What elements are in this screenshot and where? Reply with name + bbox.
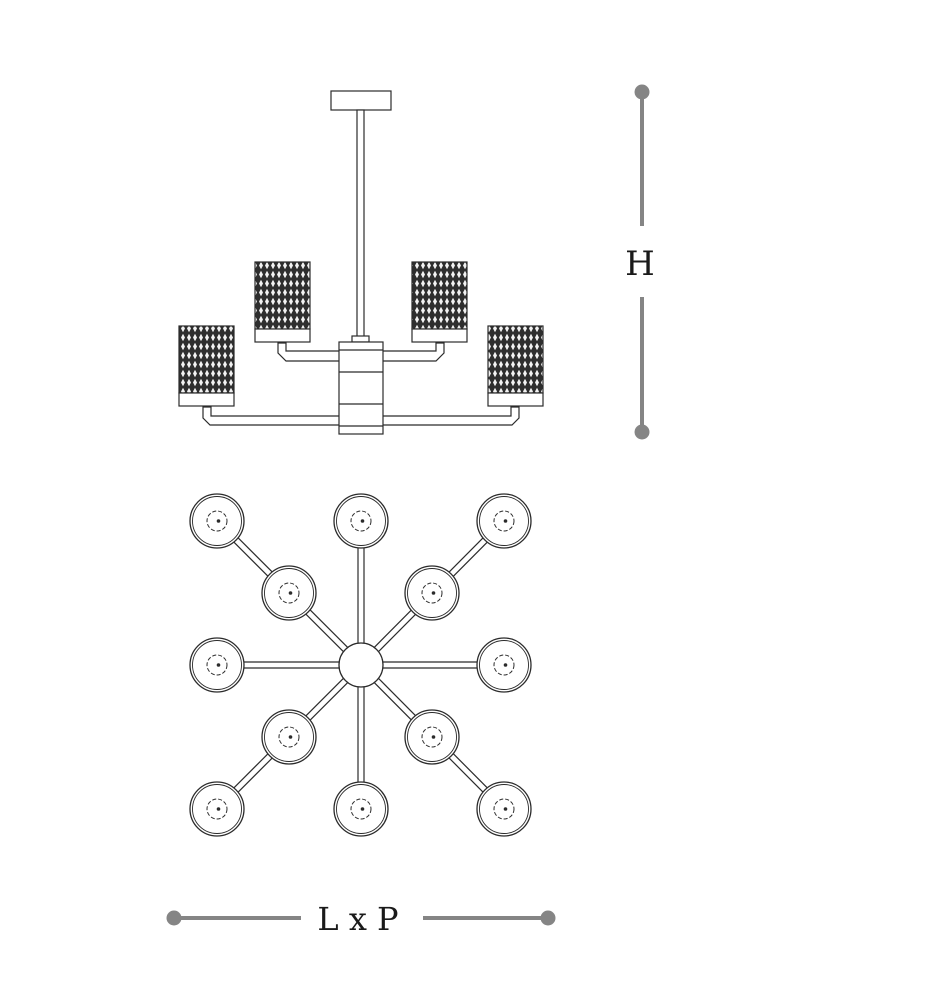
width-endpoint-right [540,910,556,926]
lamp-12 [404,709,460,765]
arm-5 [383,661,477,669]
height-endpoint-top [634,84,650,100]
stem-collar [351,335,370,343]
width-depth-label: L x P [317,900,398,938]
shade-lower-right [487,325,544,407]
upper-arm-left [277,342,348,362]
height-dimension: H [625,84,655,440]
lamp-11 [261,709,317,765]
shade-upper-right [411,261,468,343]
lamp-7 [333,781,389,837]
lamp-1 [189,493,245,549]
lamp-6 [189,781,245,837]
lower-arm-right [374,406,520,426]
front-elevation [178,90,544,435]
central-body [338,341,384,435]
upper-arm-right [374,342,445,362]
lower-arm-left [202,406,348,426]
width-depth-dimension: L x P [166,900,556,938]
arm-2 [357,548,365,643]
lamp-2 [333,493,389,549]
lamp-8 [476,781,532,837]
arm-4 [244,661,339,669]
height-endpoint-bottom [634,424,650,440]
width-endpoint-left [166,910,182,926]
top-plan-view [189,493,532,837]
lamp-5 [476,637,532,693]
central-hub [338,642,384,688]
lamp-10 [404,565,460,621]
stem-rod [356,109,365,338]
arm-7 [357,687,365,782]
lamp-3 [476,493,532,549]
height-label: H [625,244,655,284]
lamp-4 [189,637,245,693]
ceiling-canopy [330,90,392,111]
lamp-9 [261,565,317,621]
shade-lower-left [178,325,235,407]
shade-upper-left [254,261,311,343]
